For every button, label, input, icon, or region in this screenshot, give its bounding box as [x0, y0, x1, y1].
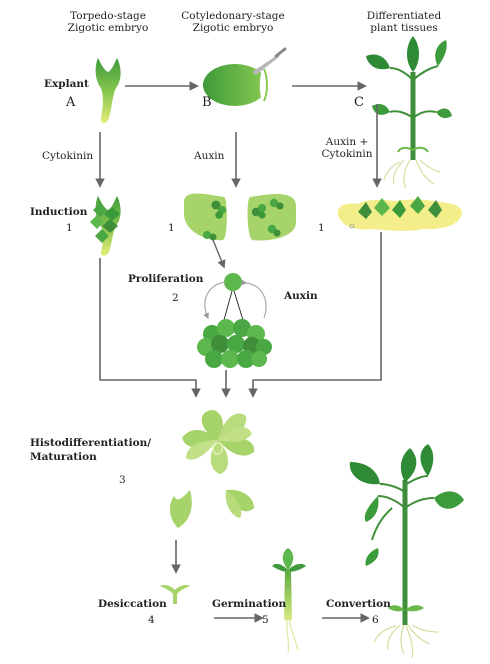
mature-embryo-left-icon [169, 490, 192, 528]
label-auxin-cytokinin-1: Auxin + [325, 136, 369, 148]
header-b-line1: Cotyledonary-stage [181, 10, 285, 22]
label-induction: Induction [30, 206, 88, 218]
mature-embryo-right-icon [225, 489, 254, 518]
label-proliferation: Proliferation [128, 273, 204, 285]
label-step6: 6 [372, 614, 379, 626]
label-step2: 2 [172, 292, 179, 304]
label-auxin-right: Auxin [284, 290, 318, 302]
cycle-arrow-left [203, 281, 226, 320]
label-explant: Explant [44, 78, 89, 90]
label-c: C [354, 95, 364, 110]
torpedo-embryo-icon [95, 58, 121, 124]
header-a-line2: Zigotic embryo [67, 22, 149, 34]
label-step3: 3 [119, 474, 126, 486]
single-embryo-icon [224, 273, 242, 291]
label-desiccation: Desiccation [98, 598, 167, 610]
maturing-embryo-cluster-icon [182, 410, 255, 474]
differentiated-plant-icon [366, 36, 452, 189]
label-a: A [66, 95, 76, 110]
cycle-arrow-right [240, 279, 267, 319]
induced-cotyledon-halves-icon [184, 193, 296, 241]
arrow-merge-right [248, 232, 382, 398]
proliferating-embryo-cluster-icon [197, 319, 272, 368]
cotyledonary-embryo-icon [203, 64, 269, 106]
label-convertion: Convertion [326, 598, 391, 610]
header-c-line2: plant tissues [370, 22, 438, 34]
converted-plantlet-icon [349, 444, 464, 659]
header-a-line1: Torpedo-stage [70, 10, 146, 22]
label-maturation: Maturation [30, 451, 97, 463]
label-step4: 4 [148, 614, 155, 626]
label-histodifferentiation: Histodifferentiation/ [30, 437, 152, 449]
desiccated-embryo-icon [160, 585, 190, 604]
arrow-to-proliferation [212, 239, 226, 269]
header-c-line1: Differentiated [366, 10, 442, 22]
label-step1-c: 1 [318, 222, 325, 234]
label-step1-a: 1 [66, 222, 73, 234]
link-line [233, 290, 244, 321]
link-line [223, 290, 233, 321]
header-b-line2: Zigotic embryo [192, 22, 274, 34]
label-b: B [202, 95, 212, 110]
callus-with-embryos-icon [337, 196, 463, 231]
label-auxin-mid: Auxin [194, 150, 225, 162]
arrow-merge-left [99, 258, 201, 398]
scalpel-icon [252, 47, 287, 75]
label-step1-b: 1 [168, 222, 175, 234]
label-germination: Germination [212, 598, 287, 610]
induced-torpedo-embryo-icon [90, 196, 121, 256]
germinating-embryo-icon [272, 548, 306, 653]
label-auxin-cytokinin-2: Cytokinin [321, 148, 373, 160]
label-step5: 5 [262, 614, 269, 626]
label-cytokinin: Cytokinin [42, 150, 94, 162]
